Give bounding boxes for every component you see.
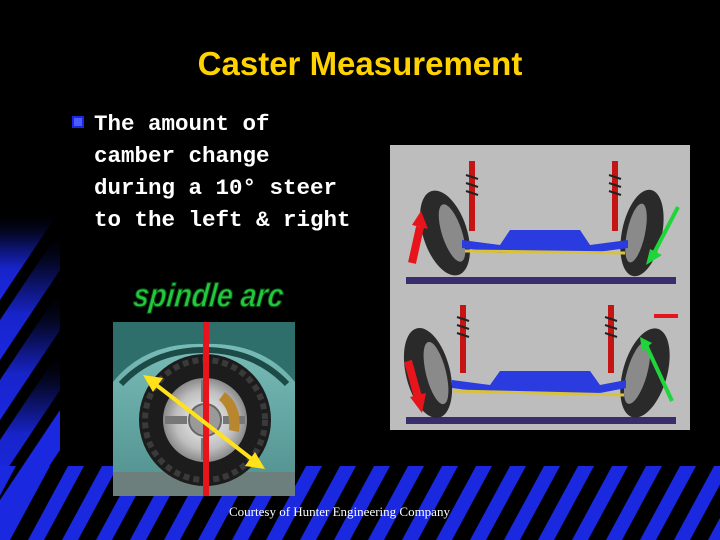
stripe	[436, 466, 492, 540]
stripe	[300, 466, 356, 540]
stripe	[572, 466, 628, 540]
stripe	[28, 466, 84, 540]
bullet-line: to the left & right	[94, 207, 351, 233]
suspension-bottom-diagram	[403, 305, 676, 424]
bullet-line: The amount of	[94, 111, 270, 137]
stripe	[368, 466, 424, 540]
wheel-closeup-image	[113, 322, 295, 496]
stripe	[504, 466, 560, 540]
stripe	[708, 517, 720, 540]
suspension-top-diagram	[406, 161, 680, 284]
stripe	[266, 466, 322, 540]
stripe	[0, 466, 50, 540]
stripe	[606, 466, 662, 540]
stripe	[674, 466, 720, 540]
stripe	[402, 466, 458, 540]
stripe	[640, 466, 696, 540]
stripe	[470, 466, 526, 540]
suspension-diagram-panel	[390, 145, 690, 430]
stripe	[0, 466, 16, 496]
stripe	[334, 466, 390, 540]
diamond-bullet-icon	[72, 116, 84, 128]
courtesy-caption: Courtesy of Hunter Engineering Company	[229, 504, 450, 519]
spindle-arc-text: spindle arc	[132, 276, 286, 314]
stripe	[538, 466, 594, 540]
stripe	[62, 466, 118, 540]
bullet-line: during a 10° steer	[94, 175, 338, 201]
red-dash-marker	[654, 314, 678, 318]
bullet-line: camber change	[94, 143, 270, 169]
bullet-text: The amount of camber change during a 10°…	[94, 108, 351, 236]
spindle-arc-label: spindle arc	[132, 276, 286, 315]
slide-title: Caster Measurement	[197, 45, 523, 82]
